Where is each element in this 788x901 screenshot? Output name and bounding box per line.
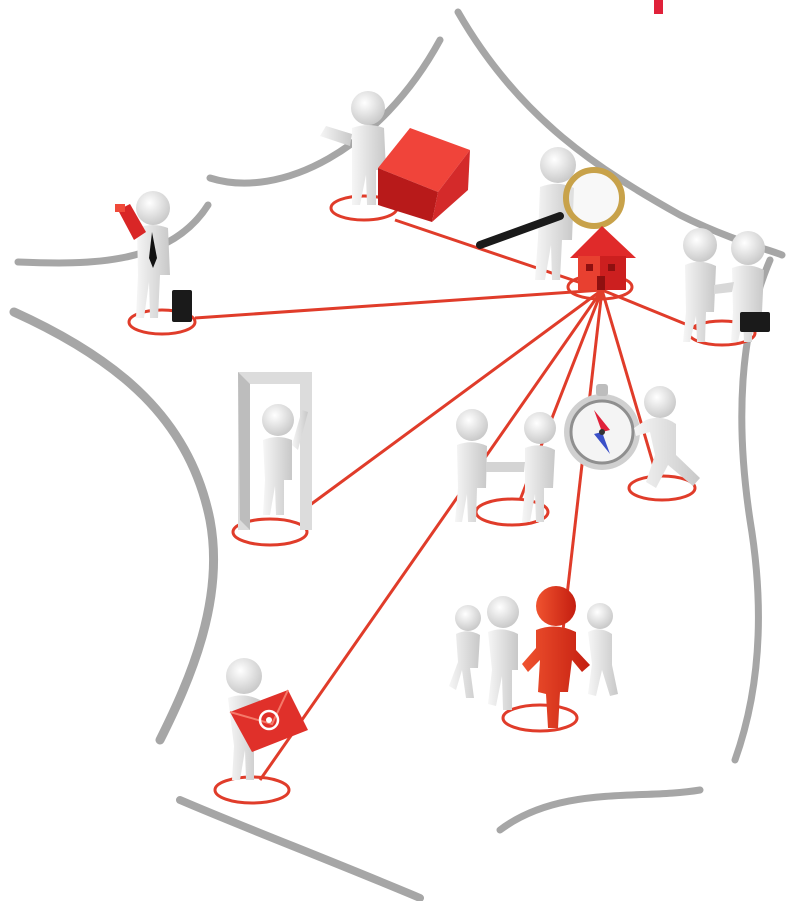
figure-with-compass: [564, 384, 700, 488]
email-envelope-icon: [229, 689, 308, 752]
telephone-icon: [115, 204, 146, 240]
map-outline-north-east: [454, 8, 786, 259]
ring-door: [231, 517, 309, 547]
door-icon: [238, 372, 312, 530]
map-outline-south-west: [176, 796, 424, 901]
leader-figure: [522, 586, 590, 728]
figure-caller: [115, 191, 192, 322]
link-to-mail: [258, 289, 604, 781]
figure-runners-group: [449, 586, 618, 728]
ring-compass: [627, 474, 697, 502]
target-rings: [127, 194, 757, 805]
figure-with-cube: [320, 91, 470, 222]
map-outline-west: [9, 307, 219, 745]
figure-in-doorway: [238, 372, 312, 530]
figure-investigator: [476, 147, 625, 280]
link-to-investigator: [394, 218, 603, 292]
ring-runners: [501, 703, 579, 733]
map-outline-east: [731, 256, 774, 764]
accent-corner-bar: [654, 0, 663, 14]
map-outline-south-east: [496, 786, 704, 834]
ring-mail: [213, 775, 291, 805]
link-to-caller: [194, 288, 603, 320]
cube-icon: [378, 128, 470, 222]
link-to-compass: [600, 289, 657, 471]
compass-icon: [564, 384, 640, 470]
house-icon: [570, 226, 636, 290]
connection-lines: [194, 218, 701, 781]
map-outline-west-tip: [14, 201, 212, 267]
magnifying-glass-icon: [476, 167, 625, 249]
ring-caller: [127, 308, 197, 336]
link-to-door: [309, 288, 603, 507]
briefcase-icon: [172, 290, 192, 322]
map-outline-north: [206, 36, 444, 187]
briefcase-icon: [740, 312, 770, 332]
figure-with-email: [226, 658, 308, 780]
figure-handshake: [455, 409, 556, 522]
figure-partners: [683, 228, 770, 342]
